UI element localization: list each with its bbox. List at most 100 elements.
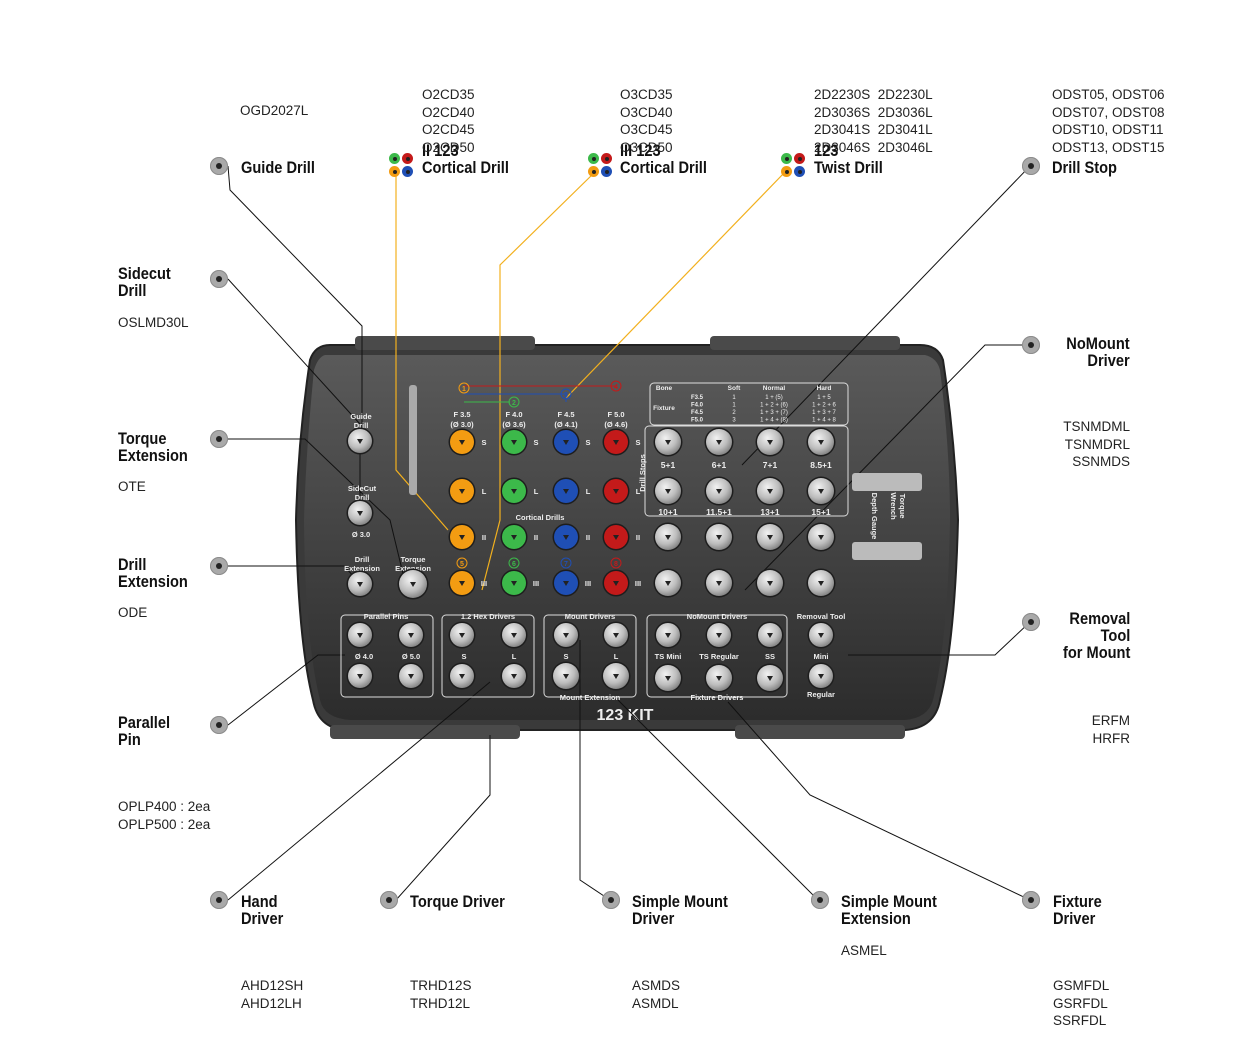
drill-stop-value: 15+1 [811,507,830,517]
drill-column-sublabel: (Ø 3.0) [450,420,474,429]
spare-slot-hex-icon [716,581,722,586]
drill-stop-slot-hex-icon [767,440,773,445]
drill-stop-value: 10+1 [658,507,677,517]
hex-driver-slot-hex-icon [459,674,465,679]
parallel-pins-label: Parallel Pins [364,612,409,621]
bone-table-cell: 1 + 2 + 6 [812,403,836,409]
drill-column-sublabel: (Ø 4.1) [554,420,578,429]
bone-table-cell: 1 + 4 + 8 [812,418,836,424]
drill-row-mark: S [533,438,538,447]
mount-drivers-label: Mount Drivers [565,612,615,621]
drill-row-mark: III [585,579,591,588]
bone-table-cell: 1 + 4 + (8) [760,418,788,424]
drill-stop-value: 6+1 [712,460,727,470]
sidecut-drill-title: Sidecut Drill [118,264,171,300]
step-number: 5 [460,561,464,568]
bone-table-cell: 3 [732,418,736,424]
drill-column-label: F 5.0 [607,410,624,419]
parallel-pin-slot-hex-icon [357,674,363,679]
drill-extension-label: Drill [355,555,370,564]
bone-table-cell: 1 + 3 + 7 [812,410,836,416]
guide-drill-label: Drill [354,421,369,430]
bone-table-cell: 1 + 2 + (6) [760,403,788,409]
nomount-driver-bullet-icon [1022,336,1040,354]
bone-table-cell: 1 + 5 [817,395,831,401]
cortical-drill-2-title: II 123 Cortical Drill [422,141,509,177]
step-number: 8 [614,561,618,568]
drill-row-mark: S [585,438,590,447]
drill-stop-slot-hex-icon [716,489,722,494]
torque-driver-title: Torque Driver [410,892,505,911]
cortical-drill-slot-hex-icon [563,489,569,494]
cortical-drill-slot-hex-icon [613,535,619,540]
step-number: 7 [564,561,568,568]
torque-driver-bullet-icon [380,891,398,909]
bone-table [649,382,849,426]
step-marker-icon [560,388,572,400]
mount-driver-slot-hex-icon [563,674,569,679]
drill-row-mark: II [586,533,590,542]
cortical-drill-slot-hex-icon [511,440,517,445]
drill-extension-title: Drill Extension [118,555,188,591]
hex-driver-slot-hex-icon [511,633,517,638]
step-marker-icon [508,396,520,408]
fixture-driver-slot-hex-icon [767,676,773,681]
step-marker-icon [610,557,622,569]
bone-table-row-label: Fixture [653,405,675,412]
step-marker-icon [456,557,468,569]
torque-wrench-label: Torque [898,494,907,519]
drill-stop-slot-hex-icon [818,440,824,445]
step-number: 1 [462,386,466,393]
removal-tool-title: Removal Tool for Mount [1062,609,1130,662]
spare-slot-hex-icon [767,535,773,540]
nomount-item-label: SS [765,652,775,661]
kit-name: 123 KIT [597,707,654,724]
nomount-item-label: TS Mini [655,652,682,661]
bone-table-header: Soft [728,385,741,392]
drill-row-mark: L [482,487,487,496]
bone-table-cell: F4.0 [691,403,704,409]
bone-table-cell: 1 + (5) [765,395,783,401]
simple-mount-driver-title: Simple Mount Driver [632,892,728,928]
hex-drivers-box [441,614,535,698]
drill-stop-bullet-icon [1022,157,1040,175]
drill-depth-illustration [409,385,417,495]
drill-stop-value: 5+1 [661,460,676,470]
mount-driver-size: L [614,652,619,661]
guide-drill-slot-hex-icon [357,439,363,444]
drill-extension-bullet-icon [210,557,228,575]
sidecut-drill-bullet-icon [210,270,228,288]
mount-extension-label: Mount Extension [560,693,621,702]
drill-stop-value: 11.5+1 [706,507,732,517]
cortical-drill-slot-hex-icon [459,535,465,540]
bone-table-cell: F3.5 [691,395,704,401]
cortical-drill-slot-hex-icon [459,489,465,494]
bone-table-header: Bone [656,385,673,392]
fixture-drivers-label: Fixture Drivers [691,693,744,702]
parallel-pin-size: Ø 4.0 [355,652,373,661]
drill-row-mark: L [636,487,641,496]
hex-drivers-label: 1.2 Hex Drivers [461,612,515,621]
sidecut-drill-label: SideCut [348,484,377,493]
drill-row-mark: III [533,579,539,588]
step-marker-icon [508,557,520,569]
drill-row-mark: II [636,533,640,542]
mount-driver-slot-hex-icon [613,633,619,638]
removal-tool-bullet-icon [1022,613,1040,631]
parallel-pins-box [340,614,434,698]
torque-extension-label: Extension [395,564,431,573]
simple-mount-extension-title: Simple Mount Extension [841,892,937,928]
drill-stop-value: 7+1 [763,460,778,470]
step-marker-icon [610,380,622,392]
nomount-driver-slot-hex-icon [716,633,722,638]
bone-table-cell: 1 [732,395,736,401]
bone-table-cell: F4.5 [691,410,704,416]
guide-drill-title: Guide Drill [241,158,315,177]
nomount-driver-slot-hex-icon [665,633,671,638]
cortical-drill-slot-hex-icon [459,581,465,586]
